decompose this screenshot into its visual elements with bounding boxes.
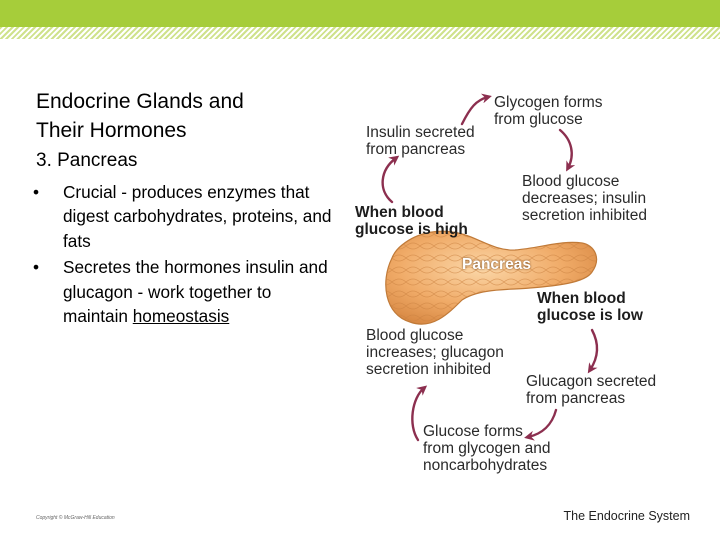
title-line-1: Endocrine Glands and xyxy=(36,90,244,113)
label-glucose-forms: Glucose forms from glycogen and noncarbo… xyxy=(423,423,551,474)
slide-title: Endocrine Glands and Their Hormones xyxy=(36,87,336,145)
homeostasis-link[interactable]: homeostasis xyxy=(132,306,230,327)
arrow-high-to-insulin xyxy=(381,155,400,204)
label-line: glucose is low xyxy=(537,307,643,324)
bullet-text: Crucial - produces enzymes that digest c… xyxy=(63,182,332,251)
bullet-item: • Secretes the hormones insulin and gluc… xyxy=(33,255,333,328)
label-line: Blood glucose xyxy=(366,327,464,344)
bullet-list: • Crucial - produces enzymes that digest… xyxy=(33,180,333,330)
bullet-item: • Crucial - produces enzymes that digest… xyxy=(33,180,333,253)
label-line: from glycogen and xyxy=(423,440,551,457)
footer-title: The Endocrine System xyxy=(563,509,690,523)
arrow-glycogen-to-decrease xyxy=(558,128,576,172)
bullet-marker: • xyxy=(33,182,40,202)
top-accent-bar xyxy=(0,0,720,27)
label-line: from pancreas xyxy=(526,390,626,407)
label-line: secretion inhibited xyxy=(522,207,647,224)
label-glucagon-secreted: Glucagon secreted from pancreas xyxy=(526,373,656,407)
label-line: from pancreas xyxy=(366,141,466,158)
copyright-text: Copyright © McGraw-Hill Education xyxy=(36,515,115,521)
bullet-text: Secretes the hormones insulin and glucag… xyxy=(63,257,328,327)
title-line-2: Their Hormones xyxy=(36,119,187,142)
arrow-low-to-glucagon xyxy=(587,328,599,374)
label-line: Glucose forms xyxy=(423,423,523,440)
label-insulin-secreted: Insulin secreted from pancreas xyxy=(366,124,475,158)
label-line: Blood glucose xyxy=(522,173,620,190)
pancreas-illustration xyxy=(385,230,597,325)
arrow-glucagon-to-glucose xyxy=(524,408,558,441)
label-line: glucose is high xyxy=(355,221,468,238)
label-line: Insulin secreted xyxy=(366,124,475,141)
arrow-insulin-to-glycogen xyxy=(460,93,492,126)
cycle-arrows xyxy=(381,93,599,442)
label-line: from glucose xyxy=(494,111,583,128)
slide-subtitle: 3. Pancreas xyxy=(36,150,138,171)
label-when-low: When blood glucose is low xyxy=(537,290,643,324)
label-line: noncarbohydrates xyxy=(423,457,548,474)
arrow-glucose-to-increase xyxy=(411,385,428,442)
label-blood-glucose-increases: Blood glucose increases; glucagon secret… xyxy=(366,327,504,378)
label-when-high: When blood glucose is high xyxy=(355,204,468,238)
label-glycogen-forms: Glycogen forms from glucose xyxy=(494,94,603,128)
label-line: When blood xyxy=(537,290,626,307)
label-line: decreases; insulin xyxy=(522,190,647,207)
top-stripe-pattern xyxy=(0,27,720,39)
label-line: secretion inhibited xyxy=(366,361,491,378)
label-line: Glucagon secreted xyxy=(526,373,657,390)
label-line: Glycogen forms xyxy=(494,94,603,111)
bullet-marker: • xyxy=(33,257,40,278)
label-blood-glucose-decreases: Blood glucose decreases; insulin secreti… xyxy=(522,173,647,224)
label-pancreas: Pancreas xyxy=(462,256,531,273)
label-line: When blood xyxy=(355,204,444,221)
label-line: increases; glucagon xyxy=(366,344,504,361)
